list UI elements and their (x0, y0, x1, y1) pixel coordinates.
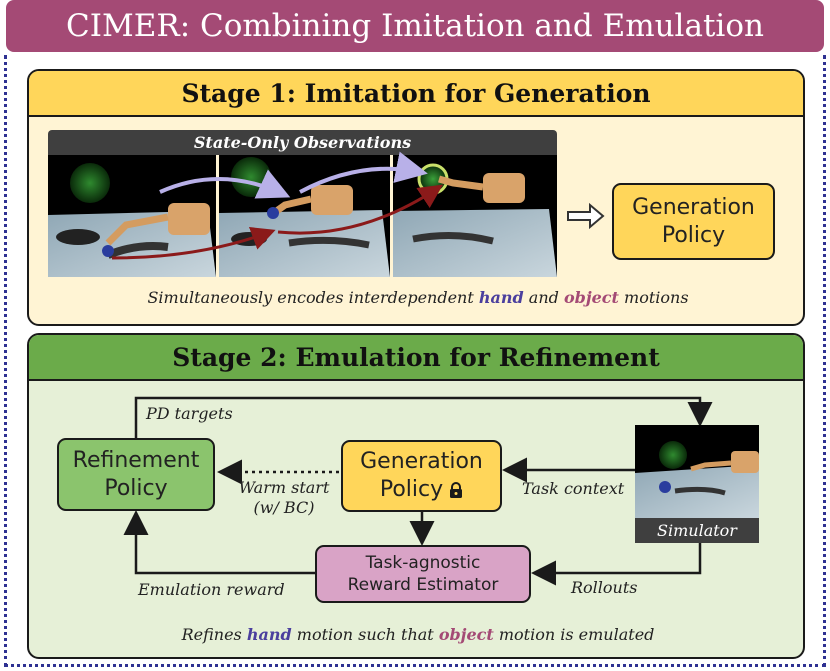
observation-frame-3 (393, 155, 557, 277)
simulator-label: Simulator (635, 518, 759, 543)
dotted-frame (4, 55, 826, 667)
title-banner: CIMER: Combining Imitation and Emulation (6, 0, 824, 52)
warm-start-label-2: (w/ BC) (253, 498, 315, 517)
page-title: CIMER: Combining Imitation and Emulation (66, 8, 764, 44)
stage2-caption: Refines hand motion such that object mot… (181, 625, 655, 644)
pd-targets-label: PD targets (146, 404, 233, 423)
hand-motion-arrow-2 (299, 151, 428, 194)
hollow-arrow-icon (567, 202, 605, 230)
emulation-reward-arrow (123, 510, 315, 575)
reward-estimator-label-2: Reward Estimator (347, 575, 499, 595)
hand-motion-arrow-1 (159, 169, 291, 199)
stage1-header: Stage 1: Imitation for Generation (29, 71, 803, 117)
lock-icon (450, 481, 463, 498)
hand-word: hand (478, 288, 524, 307)
generation-policy-label-2: Policy (661, 222, 726, 248)
warm-start-label: Warm start (w/ BC) (232, 478, 336, 518)
generation-policy-label-1: Generation (360, 449, 483, 474)
object-word: object (563, 288, 619, 307)
object-motion-arrow-2 (277, 184, 443, 235)
generation-policy-label-1: Generation (632, 194, 755, 220)
stage2-header: Stage 2: Emulation for Refinement (29, 335, 803, 381)
rollouts-label: Rollouts (571, 578, 638, 597)
warm-start-label-1: Warm start (238, 478, 330, 497)
task-context-label: Task context (522, 479, 625, 498)
stage1-caption: Simultaneously encodes interdependent ha… (147, 288, 689, 307)
generation-policy-label-2: Policy (379, 477, 444, 502)
object-motion-arrow-1 (111, 227, 276, 260)
emulation-reward-label: Emulation reward (138, 580, 285, 599)
refinement-policy-label-2: Policy (104, 475, 168, 501)
hand-word: hand (246, 625, 292, 644)
reward-estimator-label-1: Task-agnostic (365, 553, 481, 573)
object-word: object (438, 625, 494, 644)
generation-policy-box-stage2: Generation Policy (341, 440, 502, 512)
pd-targets-arrow (134, 396, 713, 438)
refinement-policy-label-1: Refinement (72, 447, 200, 473)
rollouts-arrow (531, 543, 702, 586)
observations-label: State-Only Observations (48, 130, 557, 155)
